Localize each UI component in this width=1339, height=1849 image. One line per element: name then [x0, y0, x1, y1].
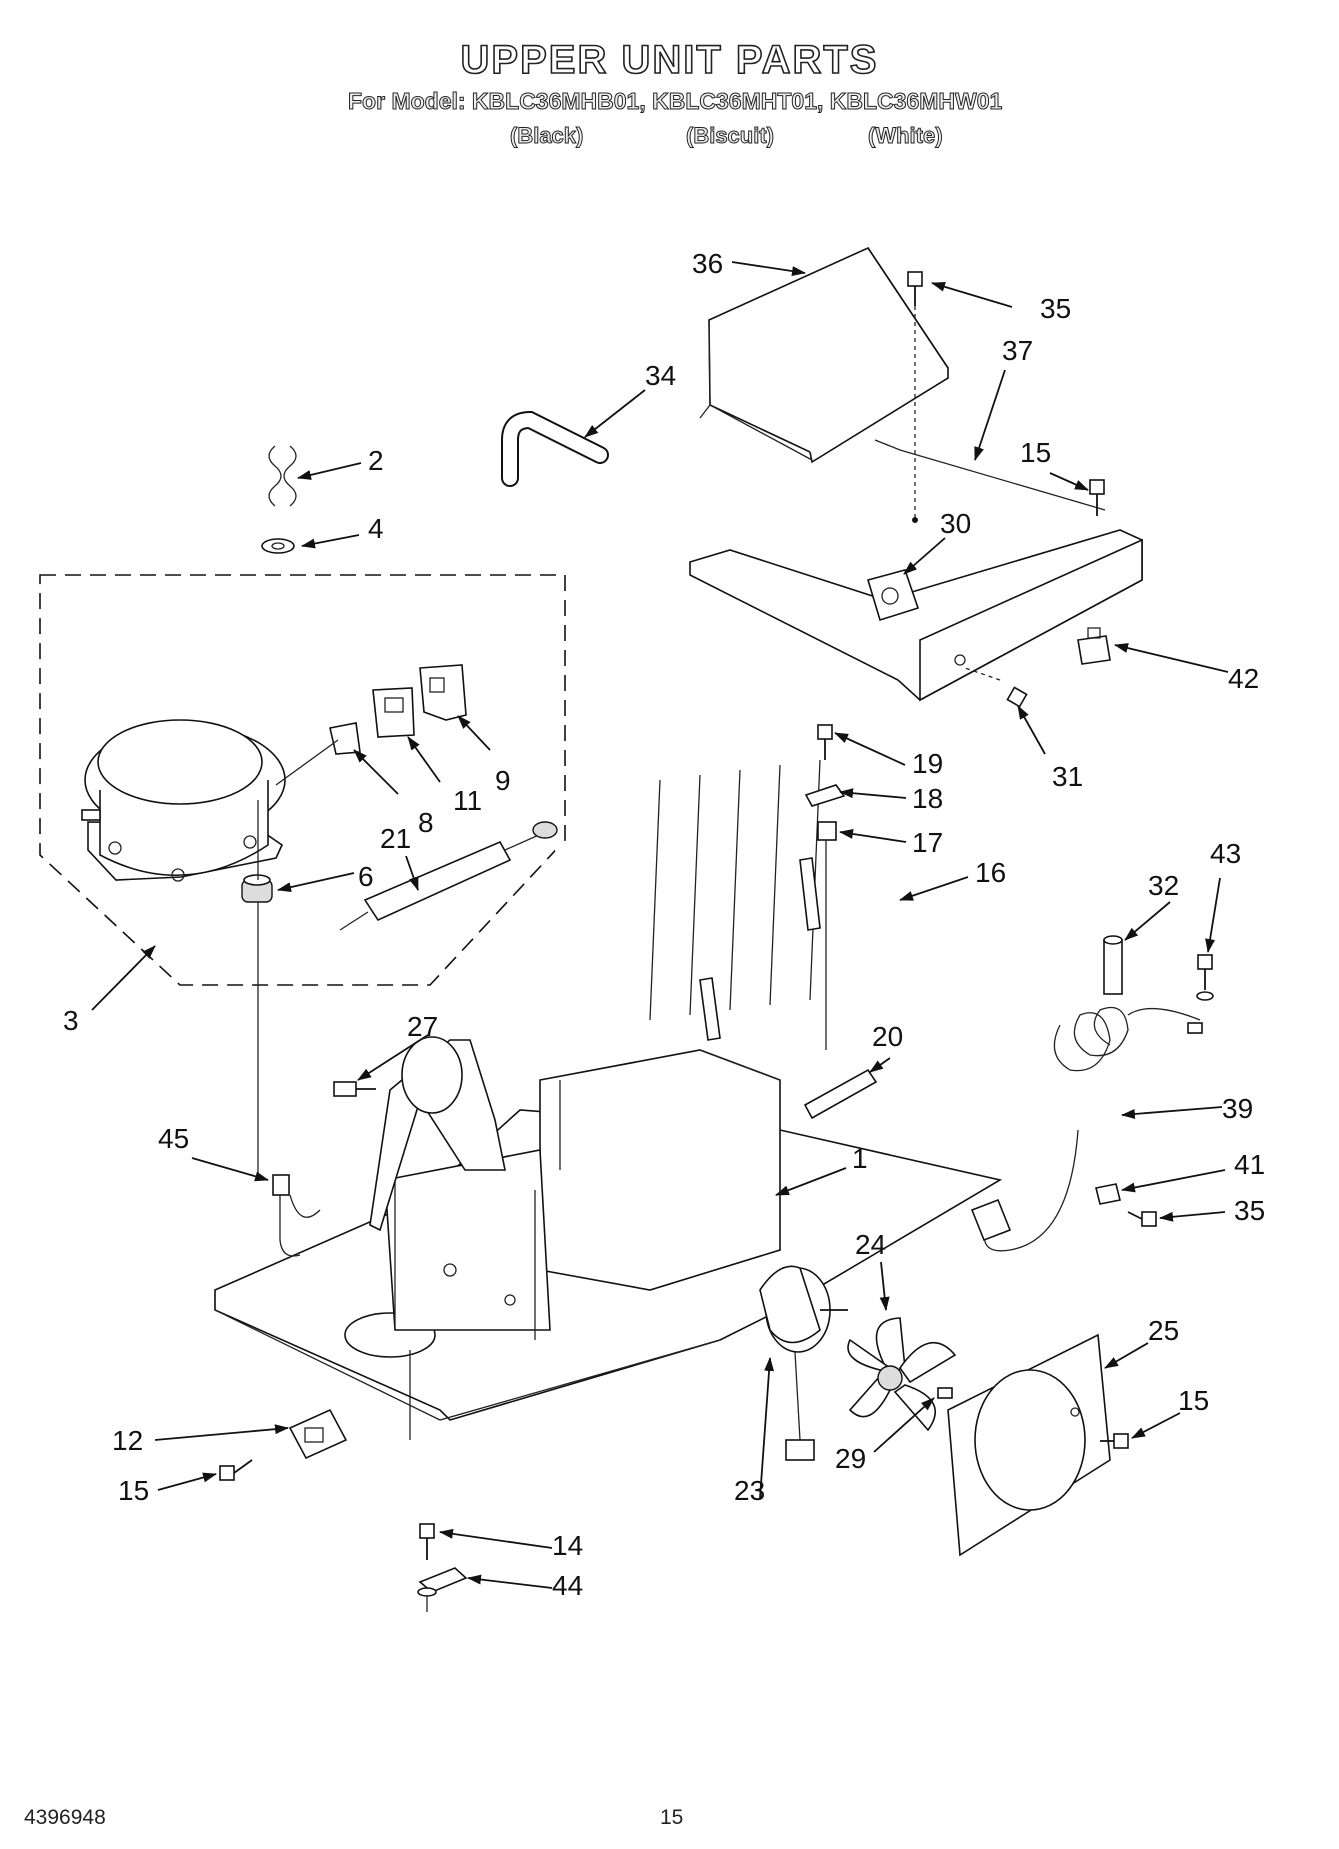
retainer-17: [817, 821, 837, 1050]
callout-21: 21: [380, 823, 411, 854]
callout-6: 6: [358, 861, 374, 892]
screw-15-left: [219, 1459, 253, 1481]
callout-14: 14: [552, 1530, 583, 1561]
callout-8: 8: [418, 807, 434, 838]
callout-20: 20: [872, 1021, 903, 1052]
callout-4: 4: [368, 513, 384, 544]
callout-15-left: 15: [118, 1475, 149, 1506]
callout-45: 45: [158, 1123, 189, 1154]
power-cord: [970, 1006, 1201, 1252]
bracket-screw-19: [817, 724, 833, 760]
thermostat: [1077, 627, 1111, 665]
callout-34: 34: [645, 360, 676, 391]
callout-30: 30: [940, 508, 971, 539]
capacitor: [288, 1350, 411, 1460]
drier: [339, 821, 558, 931]
fan-shroud: [947, 1333, 1111, 1557]
callout-9: 9: [495, 765, 511, 796]
callout-35-top: 35: [1040, 293, 1071, 324]
callout-23: 23: [734, 1475, 765, 1506]
callout-24: 24: [855, 1229, 886, 1260]
callout-15-right: 15: [1178, 1385, 1209, 1416]
strap-44: [417, 1567, 468, 1612]
grommet: [241, 874, 273, 903]
ground-screw: [1196, 954, 1214, 1001]
callout-32: 32: [1148, 870, 1179, 901]
relay: [419, 664, 467, 721]
screw-15-top: [1089, 479, 1105, 516]
callout-16: 16: [975, 857, 1006, 888]
fan-blade: [847, 1317, 957, 1432]
callout-29: 29: [835, 1443, 866, 1474]
damper-motor: [866, 569, 920, 622]
page-number: 15: [660, 1806, 684, 1829]
compressor: [81, 719, 286, 882]
leader-lines: [91, 261, 1229, 1589]
fan-clip: [937, 1387, 953, 1399]
shroud: [699, 246, 950, 464]
callout-43: 43: [1210, 838, 1241, 869]
screw-31: [964, 667, 1028, 708]
callout-44: 44: [552, 1570, 583, 1601]
callout-25: 25: [1148, 1315, 1179, 1346]
screw-35-bottom: [1127, 1211, 1157, 1227]
color-white: (White): [868, 123, 944, 149]
fan-motor: [759, 1265, 848, 1461]
wire-harness: [257, 902, 321, 1257]
evaporator-coil: [535, 759, 915, 1041]
compressor-group: [39, 574, 566, 986]
callout-1: 1: [852, 1143, 868, 1174]
document-number: 4396948: [24, 1806, 106, 1829]
evaporator-bracket: [689, 439, 1143, 702]
callout-11: 11: [453, 785, 482, 816]
overload-protector: [372, 687, 415, 738]
screw-14: [419, 1523, 435, 1560]
heater: [803, 1068, 878, 1120]
washer: [261, 538, 295, 554]
mounting-plate: [333, 1036, 506, 1232]
color-black: (Black): [509, 123, 584, 149]
callout-27: 27: [407, 1011, 438, 1042]
cord-clamp: [1095, 1183, 1121, 1205]
callout-18: 18: [912, 783, 943, 814]
callout-41: 41: [1234, 1149, 1265, 1180]
callout-36: 36: [692, 248, 723, 279]
cord-grommet: [1103, 935, 1123, 995]
callout-31: 31: [1052, 761, 1083, 792]
model-line: For Model: KBLC36MHB01, KBLC36MHT01, KBL…: [347, 88, 1003, 115]
callout-15-top: 15: [1020, 437, 1051, 468]
callout-19: 19: [912, 748, 943, 779]
drain-tube: [501, 410, 609, 487]
spring-clip: [268, 445, 297, 507]
color-biscuit: (Biscuit): [686, 123, 775, 149]
callout-12: 12: [112, 1425, 143, 1456]
cord-terminal: [1187, 1022, 1203, 1034]
callout-35-bottom: 35: [1234, 1195, 1265, 1226]
callout-37: 37: [1002, 335, 1033, 366]
screw-35-top: [907, 271, 923, 523]
base-pan: [214, 1049, 1003, 1421]
callout-labels: 36 35 37 34 2 4 15 30 42 31 9 11 8 21 6 …: [63, 248, 1265, 1601]
clip-18: [804, 784, 846, 807]
screw-15-right: [1100, 1433, 1129, 1449]
callout-39: 39: [1222, 1093, 1253, 1124]
terminal-clip: [275, 722, 361, 786]
callout-42: 42: [1228, 663, 1259, 694]
callout-3: 3: [63, 1005, 79, 1036]
callout-2: 2: [368, 445, 384, 476]
page-title: UPPER UNIT PARTS: [460, 37, 879, 83]
callout-17: 17: [912, 827, 943, 858]
